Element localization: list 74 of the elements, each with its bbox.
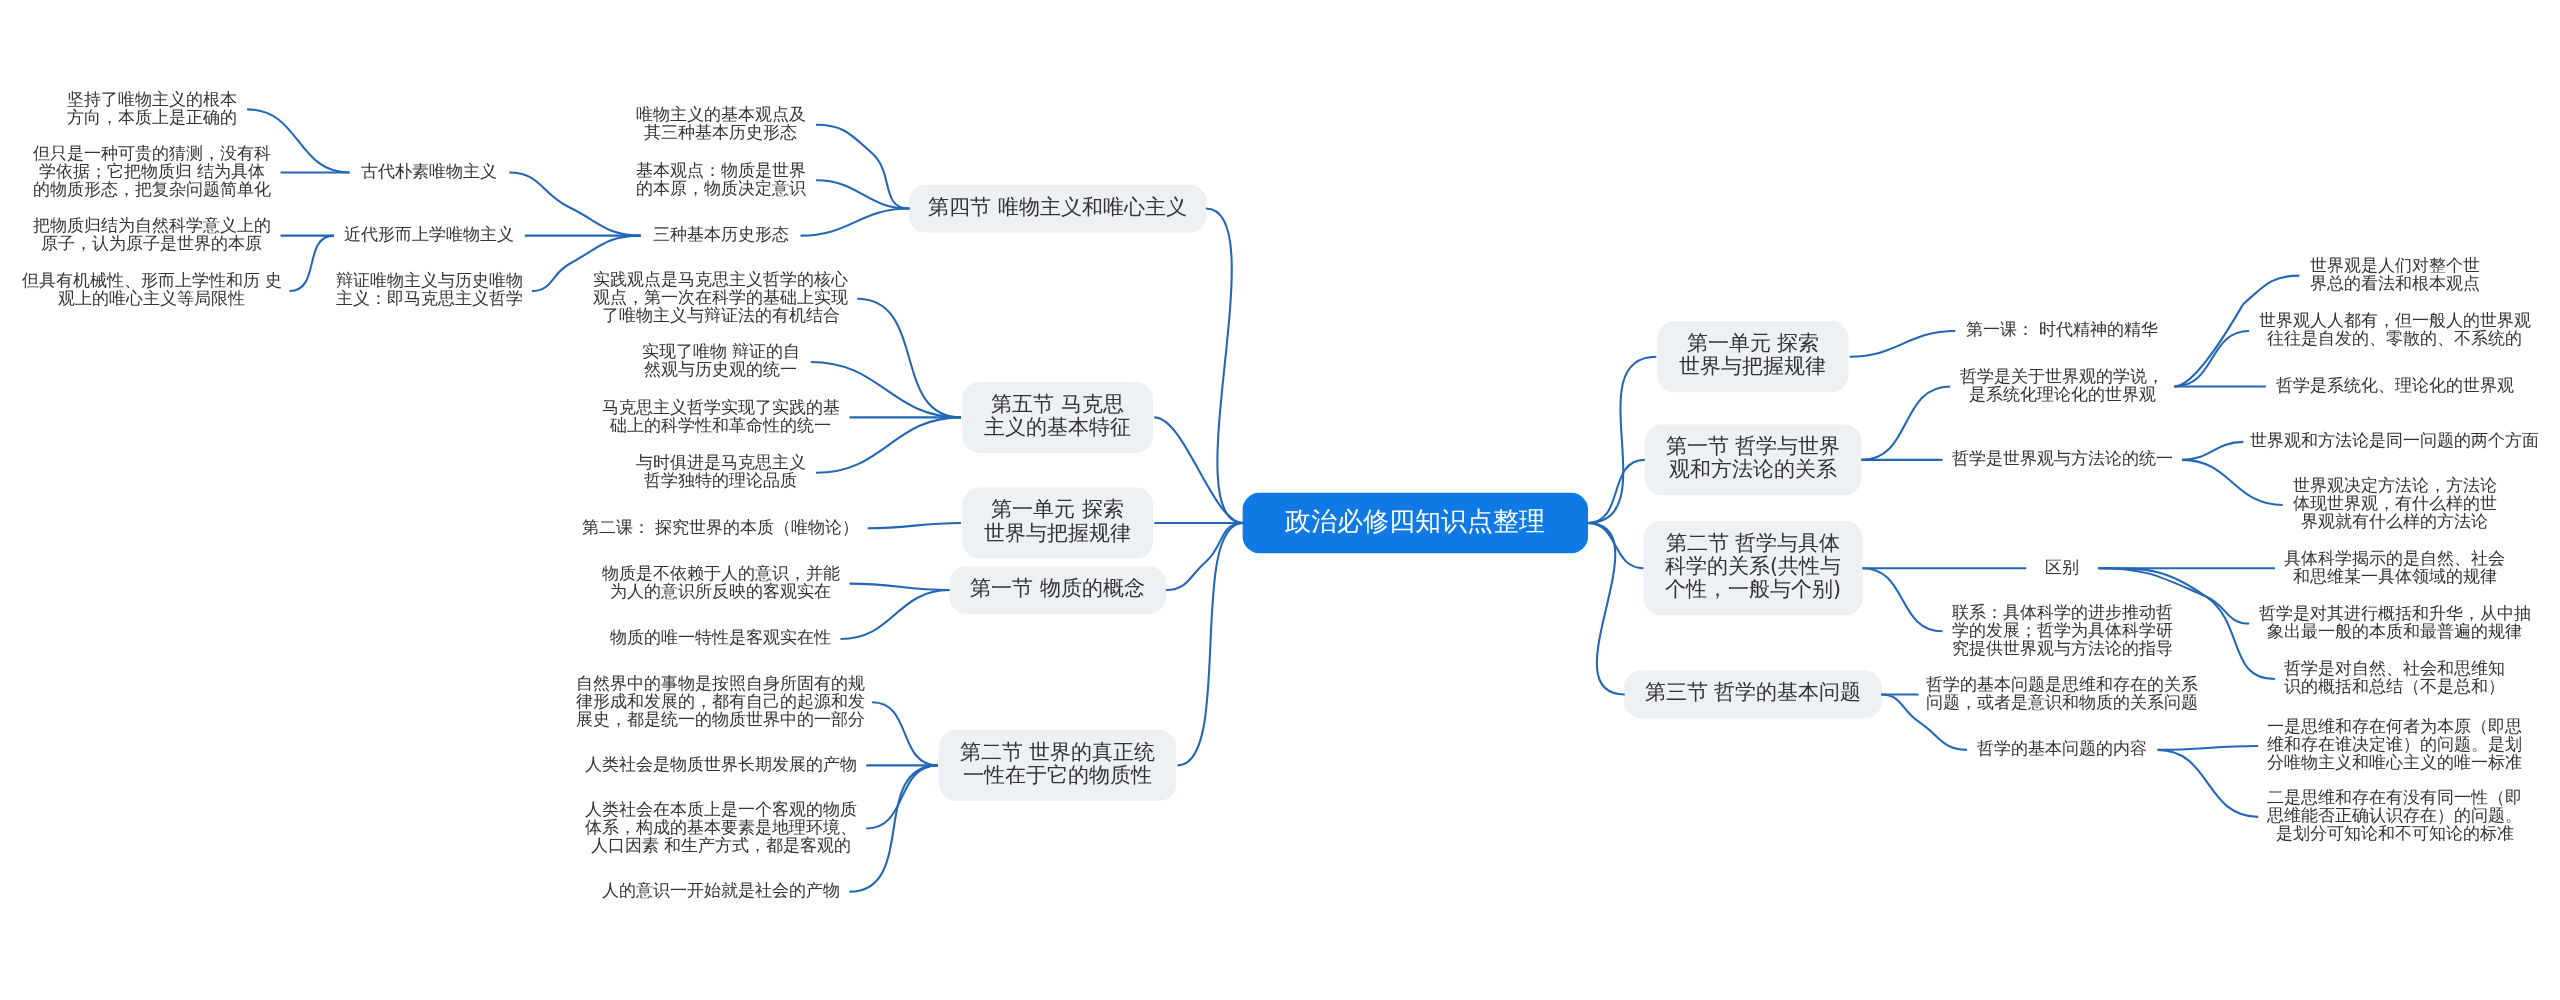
node-text: 古代朴素唯物主义 — [361, 160, 498, 181]
node-text: 人类社会是物质世界长期发展的产物 — [584, 753, 857, 774]
connector — [246, 107, 350, 174]
node-box: 第四节 唯物主义和唯心主义 — [908, 184, 1207, 232]
node-text: 世界观人人都有，但一般人的世界观往往是自发的、零散的、不系统的 — [2258, 309, 2531, 348]
connector — [289, 234, 335, 292]
node-box: 第一单元 探索世界与把握规律 — [962, 487, 1154, 558]
connector — [1861, 458, 1943, 461]
node-box: 第一节 物质的概念 — [949, 565, 1166, 614]
connector — [815, 415, 962, 474]
connector — [280, 170, 350, 174]
node-text: 第一课： 时代精神的精华 — [1966, 318, 2159, 339]
connector — [2182, 458, 2283, 506]
node-text: 哲学是对其进行概括和升华，从中抽象出最一般的本质和最普遍的规律 — [2258, 602, 2531, 641]
node-text: 但具有机械性、形而上学性和历 史观上的唯心主义等局限性 — [21, 269, 282, 308]
node-text: 三种基本历史形态 — [652, 223, 789, 244]
node-text: 世界观和方法论是同一问题的两个方面 — [2250, 429, 2540, 450]
node-text: 区别 — [2045, 556, 2080, 577]
node-text: 人的意识一开始就是社会的产物 — [601, 879, 840, 900]
connector — [1587, 521, 1625, 695]
connector — [509, 170, 641, 237]
node-text: 自然界中的事物是按照自身所固有的规律形成和发展的，都有自己的起源和发展史，都是统一的物质世界中的一部分 — [576, 672, 866, 729]
node-text: 联系：具体科学的进步推动哲学的发展；哲学为具体科学研究提供世界观与方法论的指导 — [1951, 601, 2173, 658]
node-text: 实践观点是马克思主义哲学的核心观点，第一次在科学的基础上实现了唯物主义与辩证法的有机结合 — [593, 268, 849, 325]
node-text: 马克思主义哲学实现了实践的基础上的科学性和革命性的统一 — [601, 396, 840, 435]
node-text: 把物质归结为自然科学意义上的原子，认为原子是世界的本原 — [32, 214, 271, 253]
node-text: 物质是不依赖于人的意识，并能为人的意识所反映的客观实在 — [601, 562, 840, 601]
connector — [800, 207, 910, 237]
node-text: 与时俱进是马克思主义哲学独特的理论品质 — [635, 451, 806, 490]
node-text: 哲学是对自然、社会和思维知识的概括和总结（不是总和） — [2284, 657, 2506, 696]
connector — [531, 234, 641, 292]
node-box: 第五节 马克思主义的基本特征 — [962, 381, 1154, 453]
connector — [2174, 384, 2266, 387]
node-text: 哲学的基本问题是思维和存在的关系问题，或者是意识和物质的关系问题 — [1926, 673, 2199, 712]
node-text: 具体科学揭示的是自然、社会和思维某一具体领域的规律 — [2284, 547, 2506, 586]
connector — [2157, 748, 2259, 818]
node-text: 坚持了唯物主义的根本方向，本质上是正确的 — [66, 88, 237, 127]
node-text: 但只是一种可贵的猜测，没有科学依据；它把物质归 结为具体的物质形态，把复杂问题简单化 — [32, 142, 271, 199]
node-box: 第一节 哲学与世界观和方法论的关系 — [1644, 423, 1862, 495]
node-text: 世界观是人们对整个世界总的看法和根本观点 — [2309, 254, 2480, 293]
connector — [1861, 384, 1951, 461]
node-text: 二是思维和存在有没有同一性（即思维能否正确认识存在）的问题。是划分可知论和不可知论的标准 — [2267, 786, 2523, 843]
connector — [816, 123, 910, 210]
node-box: 第三节 哲学的基本问题 — [1624, 670, 1882, 718]
node-text: 近代形而上学唯物主义 — [344, 223, 515, 244]
node-text: 物质的唯一特性是客观实在性 — [610, 626, 832, 647]
connector — [1177, 521, 1244, 766]
node-text: 基本观点：物质是世界的本原，物质决定意识 — [635, 159, 806, 198]
node-text: 哲学是世界观与方法论的统一 — [1951, 447, 2173, 468]
node-box: 第二节 哲学与具体科学的关系(共性与个性，一般与个别) — [1643, 520, 1863, 615]
connector — [2174, 274, 2300, 387]
node-text: 哲学的基本问题的内容 — [1977, 737, 2148, 758]
node-box: 第一单元 探索世界与把握规律 — [1657, 320, 1849, 392]
node-text: 世界观决定方法论，方法论体现世界观，有什么样的世界观就有什么样的方法论 — [2292, 474, 2497, 531]
connector — [867, 521, 962, 529]
connector — [840, 588, 950, 640]
connector — [1154, 415, 1244, 524]
connector — [2098, 566, 2276, 680]
connector — [849, 763, 938, 893]
node-text: 唯物主义的基本观点及其三种基本历史形态 — [635, 103, 806, 142]
node-box: 政治必修四知识点整理 — [1242, 492, 1589, 553]
node-text: 第二课： 探究世界的本质（唯物论） — [582, 516, 860, 537]
connector — [1881, 692, 1919, 695]
node-text: 一是思维和存在何者为本原（即思维和存在谁决定谁）的问题。是划分唯物主义和唯心主义的唯一标准 — [2267, 715, 2523, 772]
node-box: 第二节 世界的真正统一性在于它的物质性 — [939, 729, 1177, 801]
node-text: 辩证唯物主义与历史唯物主义：即马克思主义哲学 — [335, 269, 523, 308]
node-text: 实现了唯物 辩证的自然观与历史观的统一 — [641, 340, 800, 379]
node-text: 哲学是关于世界观的学说，是系统化理论化的世界观 — [1960, 365, 2165, 404]
connector — [1849, 329, 1956, 358]
connector — [816, 178, 910, 210]
node-text: 哲学是系统化、理论化的世界观 — [2275, 374, 2514, 395]
connector — [1881, 692, 1967, 751]
node-text: 人类社会在本质上是一个客观的物质体系，构成的基本要素是地理环境、人口因素 和生产方式，都是客观的 — [584, 798, 857, 855]
connector — [1862, 566, 1943, 632]
